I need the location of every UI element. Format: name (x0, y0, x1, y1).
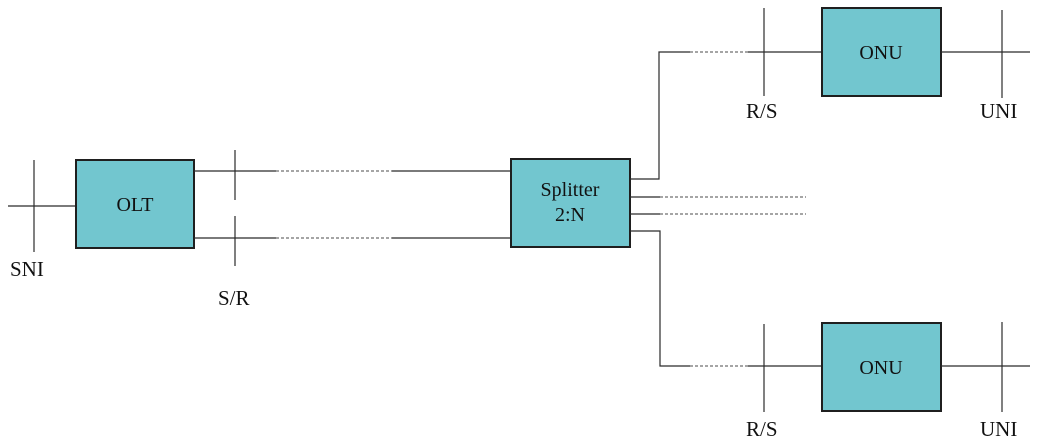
olt-box (75, 159, 195, 249)
onu-bottom-node: ONU (821, 322, 942, 412)
sni-reference-point: SNI (8, 160, 76, 281)
splitter-node: Splitter 2:N (510, 158, 631, 248)
olt-label: OLT (116, 194, 153, 216)
uni-top-reference-point: UNI (941, 10, 1030, 123)
onu-top-node: ONU (821, 7, 942, 97)
sr-label: S/R (218, 286, 250, 310)
uni-bottom-reference-point: UNI (941, 322, 1030, 440)
sr-reference-point: S/R (218, 150, 250, 310)
onu-top-label: ONU (859, 42, 903, 64)
feeder-fibers (194, 170, 511, 239)
drop-fiber-top-solid (630, 51, 690, 180)
rs-bottom-label: R/S (746, 417, 778, 440)
onu-bottom-label: ONU (859, 357, 903, 379)
drop-fiber-bottom-solid (630, 230, 690, 367)
drop-fibers (630, 51, 822, 367)
splitter-box (510, 158, 631, 248)
rs-top-label: R/S (746, 99, 778, 123)
olt-node: OLT (75, 159, 195, 249)
splitter-label-line2: 2:N (555, 204, 585, 226)
sni-label: SNI (10, 257, 44, 281)
rs-top-reference-point: R/S (746, 8, 778, 123)
rs-bottom-reference-point: R/S (746, 324, 778, 440)
onu-top-box (821, 7, 942, 97)
uni-bottom-label: UNI (980, 417, 1017, 440)
splitter-label-line1: Splitter (541, 179, 600, 201)
uni-top-label: UNI (980, 99, 1017, 123)
onu-bottom-box (821, 322, 942, 412)
